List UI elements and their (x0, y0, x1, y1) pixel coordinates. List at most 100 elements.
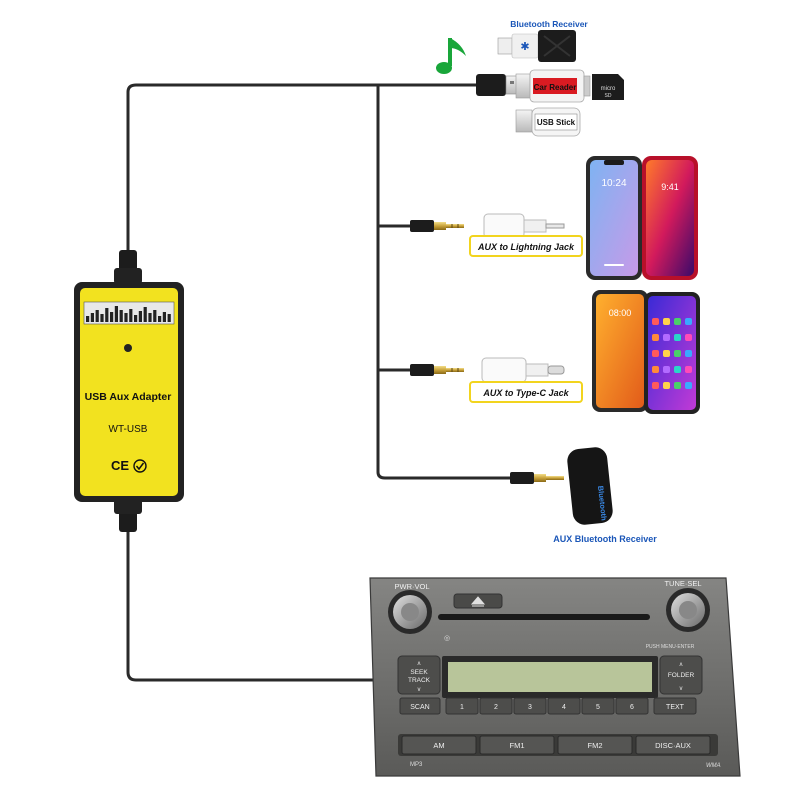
preset-button-4[interactable] (547, 697, 581, 715)
ce-mark: CE (111, 458, 129, 473)
app-icon (663, 366, 670, 373)
app-icon (663, 350, 670, 357)
folder-button[interactable] (659, 655, 703, 695)
iphone-time: 10:24 (601, 178, 626, 189)
car-radio: PWR·VOL TUNE·SEL PUSH MENU·ENTER ◎ ʌ SEE… (369, 577, 741, 777)
eq-bar (167, 314, 171, 322)
tune-sel-label: TUNE·SEL (664, 579, 701, 588)
status-led (124, 344, 132, 352)
app-icon (674, 318, 681, 325)
android-phone-back: 08:00 (592, 290, 648, 412)
bt-device-text: Bluetooth (596, 485, 609, 521)
eq-bar (129, 309, 133, 322)
eq-bar (134, 315, 138, 322)
cable-radio (126, 525, 378, 682)
eq-bar (86, 316, 90, 322)
lightning-label: AUX to Lightning Jack (477, 242, 575, 252)
adapter-title: USB Aux Adapter (85, 391, 172, 403)
typec-label-box: AUX to Type-C Jack (469, 381, 583, 403)
pwr-vol-label: PWR·VOL (394, 582, 429, 591)
eq-bar (100, 314, 104, 322)
preset-button-3[interactable] (513, 697, 547, 715)
typec-adapter (481, 357, 565, 383)
app-icon (663, 382, 670, 389)
app-icon (652, 366, 659, 373)
cd-logo: ◎ (444, 635, 450, 642)
svg-text:v: v (680, 686, 683, 692)
app-icon (674, 366, 681, 373)
eq-bar (162, 312, 166, 322)
eq-bar (158, 316, 162, 322)
bottom-button-fm2[interactable] (557, 735, 633, 755)
preset-label: 1 (460, 704, 464, 711)
preset-label: 6 (630, 704, 634, 711)
aux-plug-lightning (410, 220, 464, 232)
bluetooth-dongle: Bluetooth Receiver ✱ (497, 19, 588, 62)
app-icon (685, 350, 692, 357)
track-label: TRACK (408, 677, 431, 684)
preset-button-5[interactable] (581, 697, 615, 715)
app-icon (685, 382, 692, 389)
app-icon (663, 318, 670, 325)
folder-label: FOLDER (668, 672, 695, 679)
bottom-button-fm1[interactable] (479, 735, 555, 755)
app-icon (685, 318, 692, 325)
equalizer-bars (86, 306, 171, 322)
app-icon (674, 334, 681, 341)
check-icon (133, 459, 147, 473)
mp3-label: MP3 (410, 762, 423, 768)
scan-button[interactable] (399, 697, 441, 715)
eq-bar (124, 313, 128, 322)
text-button[interactable] (653, 697, 697, 715)
preset-button-1[interactable] (445, 697, 479, 715)
eq-bar (153, 310, 157, 322)
cable-usb-main (126, 83, 478, 252)
app-icon (652, 334, 659, 341)
bluetooth-receiver-label: Bluetooth Receiver (510, 19, 588, 29)
preset-button-6[interactable] (615, 697, 649, 715)
svg-text:ʌ: ʌ (418, 661, 421, 667)
iphone-front: 10:24 (586, 156, 642, 280)
app-icon (674, 350, 681, 357)
iphone-time-2: 9:41 (661, 182, 679, 192)
bottom-button-label: FM1 (510, 741, 525, 750)
preset-button-2[interactable] (479, 697, 513, 715)
wma-label: WMA (706, 763, 721, 769)
sd-card: micro SD (592, 74, 624, 100)
usb-stick: USB Stick (515, 107, 581, 137)
cables (126, 83, 512, 682)
eq-bar (138, 311, 142, 322)
preset-label: 3 (528, 704, 532, 711)
disc-slot (438, 614, 650, 620)
app-icon (652, 350, 659, 357)
eq-bar (95, 310, 99, 322)
aux-plug-bt (510, 472, 564, 484)
eq-bar (119, 310, 123, 322)
preset-label: 4 (562, 704, 566, 711)
lightning-adapter (483, 213, 565, 239)
bottom-button-am[interactable] (401, 735, 477, 755)
eq-bar (105, 308, 109, 322)
iphone-back: 9:41 (642, 156, 698, 280)
app-icon (652, 318, 659, 325)
aux-bluetooth-device: Bluetooth (567, 447, 613, 525)
scan-label: SCAN (410, 704, 429, 711)
bottom-button-disc-aux[interactable] (635, 735, 711, 755)
bottom-button-label: FM2 (588, 741, 603, 750)
app-icon (663, 334, 670, 341)
preset-label: 2 (494, 704, 498, 711)
push-menu-label: PUSH MENU·ENTER (646, 644, 695, 650)
usb-stick-label: USB Stick (537, 118, 576, 127)
svg-text:micro: micro (601, 86, 616, 92)
music-note-icon (436, 38, 466, 74)
eq-bar (143, 307, 147, 322)
lightning-label-box: AUX to Lightning Jack (469, 235, 583, 257)
eq-bar (110, 312, 114, 322)
app-icons (652, 318, 692, 389)
seek-track-button[interactable] (397, 655, 441, 695)
aux-bt-label: AUX Bluetooth Receiver (553, 534, 657, 544)
typec-label: AUX to Type-C Jack (482, 388, 569, 398)
car-reader-label: Car Reader (534, 83, 577, 92)
